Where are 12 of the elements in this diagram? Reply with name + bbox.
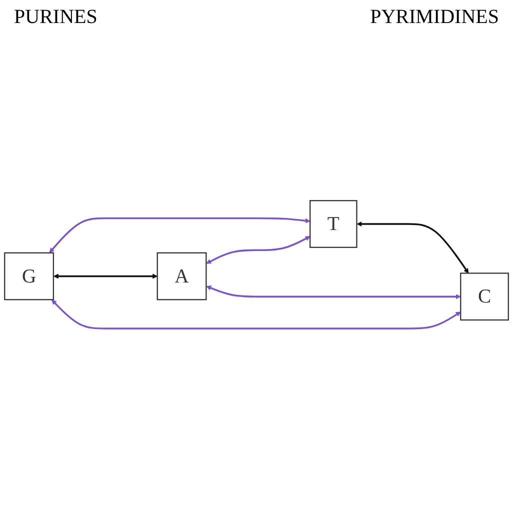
arrow [206,286,461,300]
arrow [52,300,461,330]
arrow [53,274,158,280]
group-label: PURINES [14,6,98,29]
arrow [206,236,310,264]
arrow [49,218,310,254]
node-box: G [4,252,54,301]
node-box: A [156,252,207,301]
arrow [356,222,469,274]
group-label: PYRIMIDINES [370,6,499,29]
node-box: T [310,200,358,248]
node-box: C [460,273,509,321]
